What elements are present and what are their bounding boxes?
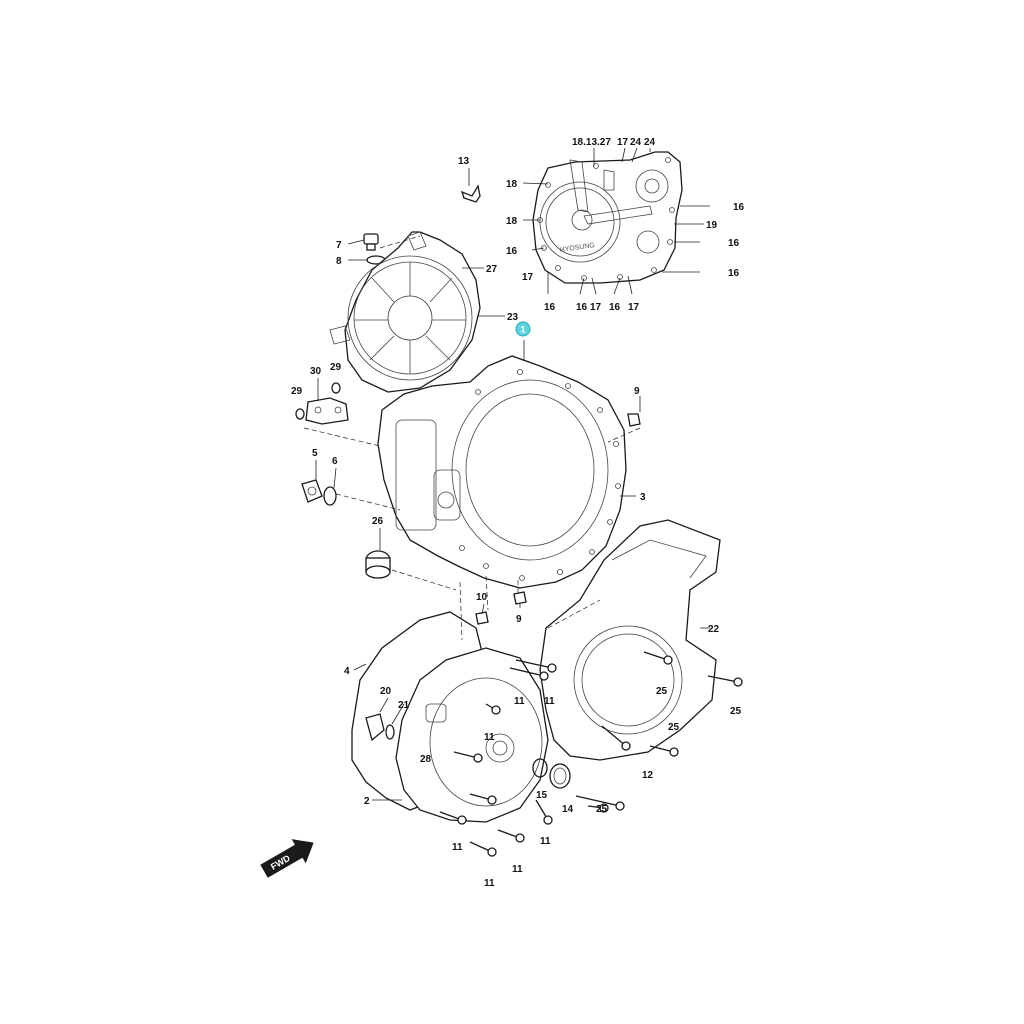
fan-cover-27 [329,231,481,393]
callout-16: 16 [544,302,556,313]
callout-24: 24 [644,137,656,148]
callout-11: 11 [514,696,525,707]
washer-21 [385,724,395,740]
callout-labels: 13 18.13.27 17 24 24 18 18 16 16 16 16 1… [291,137,745,889]
o-ring-6 [323,486,337,506]
highlight-marker-1[interactable]: 1 [515,321,531,337]
o-ring-15 [532,758,548,778]
callout-16: 16 [728,268,740,279]
callout-16: 16 [728,238,740,249]
callout-7: 7 [336,240,342,251]
callout-23: 23 [507,312,519,323]
callout-17: 17 [628,302,640,313]
callout-11: 11 [484,878,495,889]
washer-29b [331,382,341,394]
dowel-pin-9a [627,413,641,427]
callout-21: 21 [398,700,410,711]
callout-16: 16 [506,246,518,257]
callout-25: 25 [656,686,668,697]
washer-29a [295,408,305,420]
callout-28: 28 [420,754,432,765]
callout-25: 25 [730,706,742,717]
callout-17: 17 [617,137,629,148]
callout-29: 29 [330,362,342,373]
drain-plug-5 [301,479,323,503]
fwd-arrow: FWD [260,839,314,878]
callout-8: 8 [336,256,342,267]
callout-17: 17 [590,302,602,313]
crankcase-cover-3 [377,355,627,589]
callout-18: 18 [506,216,518,227]
callout-20: 20 [380,686,392,697]
bracket-13 [460,184,481,203]
callout-2: 2 [364,796,370,807]
callout-9: 9 [516,614,522,625]
callout-24: 24 [630,137,642,148]
callout-11: 11 [484,732,495,743]
callout-10: 10 [476,592,488,603]
callout-6: 6 [332,456,338,467]
highlight-label: 1 [520,325,525,335]
callout-18-13-27: 18.13.27 [572,137,611,148]
oil-filter-26 [365,550,391,579]
callout-22: 22 [708,624,720,635]
callout-17: 17 [522,272,534,283]
callout-30: 30 [310,366,322,377]
callout-11: 11 [540,836,551,847]
side-cover-2 [395,647,549,823]
cover-stamp-text: HYOSUNG [559,242,595,254]
callout-4: 4 [344,666,350,677]
callout-3: 3 [640,492,646,503]
callout-15: 15 [536,790,548,801]
callout-25: 25 [596,804,608,815]
callout-16: 16 [733,202,745,213]
callout-26: 26 [372,516,384,527]
bolts [439,651,743,857]
callout-9: 9 [634,386,640,397]
plug-20 [365,713,385,742]
callout-11: 11 [512,864,523,875]
callout-12: 12 [642,770,654,781]
callout-11: 11 [452,842,463,853]
callout-27: 27 [486,264,498,275]
callout-14: 14 [562,804,574,815]
fan-shroud-22 [539,519,721,761]
callout-16: 16 [576,302,588,313]
leader-lines [315,147,710,801]
callout-18: 18 [506,179,518,190]
cap-14 [549,763,571,789]
assembly-dashes [303,235,641,641]
callout-19: 19 [706,220,718,231]
dowel-pin-9b [513,591,527,605]
plate-30 [305,397,349,425]
callout-29: 29 [291,386,303,397]
callout-11: 11 [544,696,555,707]
callout-16: 16 [609,302,621,313]
clutch-cover-top: HYOSUNG [532,151,683,284]
plug-7 [363,233,379,251]
callout-25: 25 [668,722,680,733]
callout-13: 13 [458,156,470,167]
callout-5: 5 [312,448,318,459]
